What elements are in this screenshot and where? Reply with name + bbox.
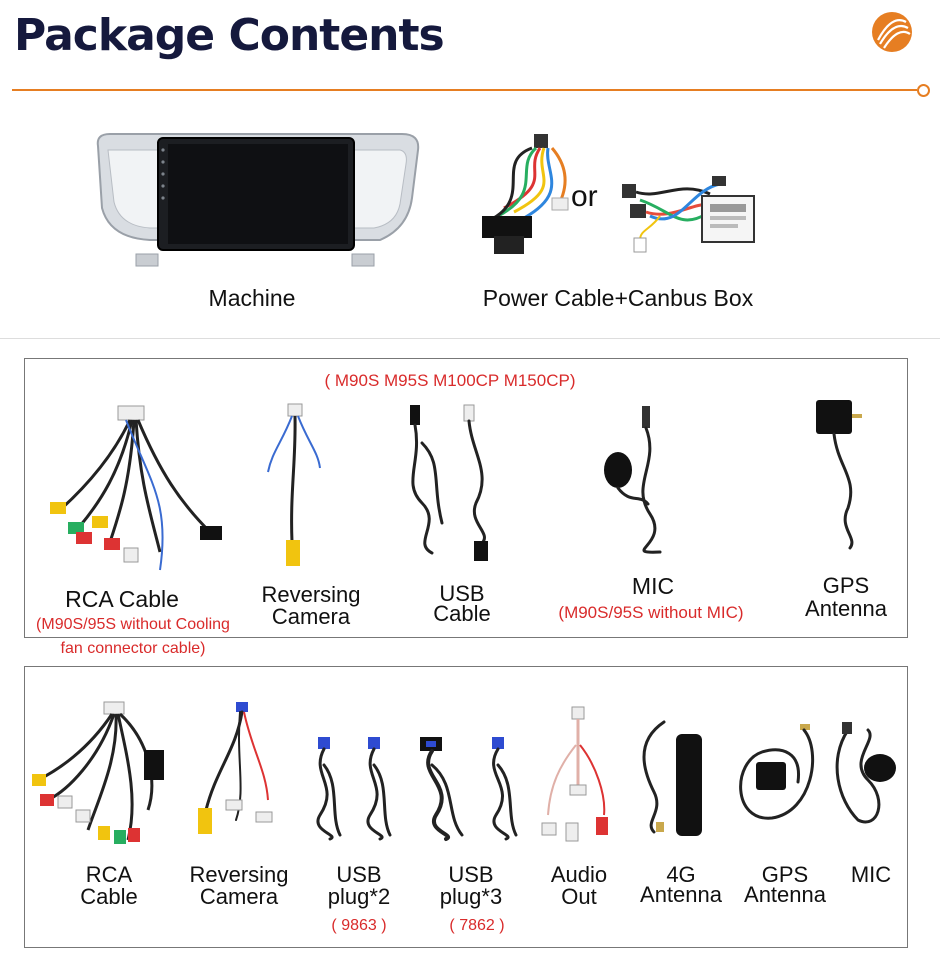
b1-mic-label: MIC — [631, 573, 675, 599]
b2-usb3-code: ( 7862 ) — [449, 917, 505, 934]
b2-usb3-label-2: plug*3 — [439, 884, 503, 909]
canbus-box-image — [622, 176, 755, 253]
b2-mic-label: MIC — [850, 862, 892, 887]
power-cable-label: Power Cable+Canbus Box — [482, 285, 754, 311]
b2-rca-label-1: RCA — [85, 862, 133, 887]
rca-cable-image — [50, 405, 222, 571]
accessory-box-2 — [24, 666, 908, 948]
b2-gps-label-2: Antenna — [744, 882, 826, 907]
b2-camera-label-1: Reversing — [189, 862, 289, 887]
b1-gps-label-2: Antenna — [805, 596, 887, 621]
b2-gps-label-1: GPS — [761, 862, 809, 887]
usb-plug-3-image — [420, 737, 518, 841]
b2-usb3-label-1: USB — [448, 862, 494, 887]
machine-image — [96, 133, 420, 267]
b2-4g-label-2: Antenna — [640, 882, 722, 907]
b2-reversing-camera-image — [198, 702, 273, 834]
b2-usb2-label-2: plug*2 — [327, 884, 391, 909]
b2-rca-cable-image — [32, 701, 164, 844]
models-note: ( M90S M95S M100CP M150CP) — [324, 371, 576, 390]
usb-plug-2-image — [316, 737, 392, 841]
header-rule — [12, 89, 917, 91]
b1-rca-note-1: (M90S/95S without Cooling — [36, 616, 230, 633]
audio-out-image — [541, 706, 608, 842]
b1-mic-note: (M90S/95S without MIC) — [558, 603, 744, 622]
b2-rca-label-2: Cable — [80, 884, 138, 909]
page-title: Package Contents — [14, 10, 445, 61]
b1-camera-label-1: Reversing — [261, 582, 361, 607]
power-cable-image — [482, 134, 569, 254]
machine-label: Machine — [208, 285, 296, 311]
b1-rca-label: RCA Cable — [65, 586, 179, 612]
b1-gps-label-1: GPS — [822, 573, 870, 598]
b2-4g-label-1: 4G — [666, 862, 696, 887]
b2-mic-image — [835, 722, 896, 824]
b2-gps-antenna-image — [739, 724, 815, 820]
brand-logo-icon — [872, 12, 912, 52]
header-rule-end — [917, 84, 930, 97]
b2-audio-label-2: Out — [561, 884, 597, 909]
b2-usb2-code: ( 9863 ) — [331, 917, 387, 934]
gps-antenna-image — [816, 400, 862, 550]
b2-usb2-label-1: USB — [336, 862, 382, 887]
b1-usb-label-2: Cable — [433, 601, 491, 626]
b1-rca-note-2: fan connector cable) — [60, 640, 206, 657]
b2-audio-label-1: Audio — [550, 862, 608, 887]
reversing-camera-cable-image — [267, 403, 321, 566]
or-label: or — [571, 180, 598, 213]
b1-usb-label-1: USB — [439, 581, 485, 606]
mic-image — [604, 406, 662, 554]
b1-camera-label-2: Camera — [271, 604, 351, 629]
section-divider — [0, 338, 940, 339]
4g-antenna-image — [642, 720, 702, 836]
b2-camera-label-2: Camera — [199, 884, 279, 909]
usb-cable-image — [410, 404, 488, 561]
